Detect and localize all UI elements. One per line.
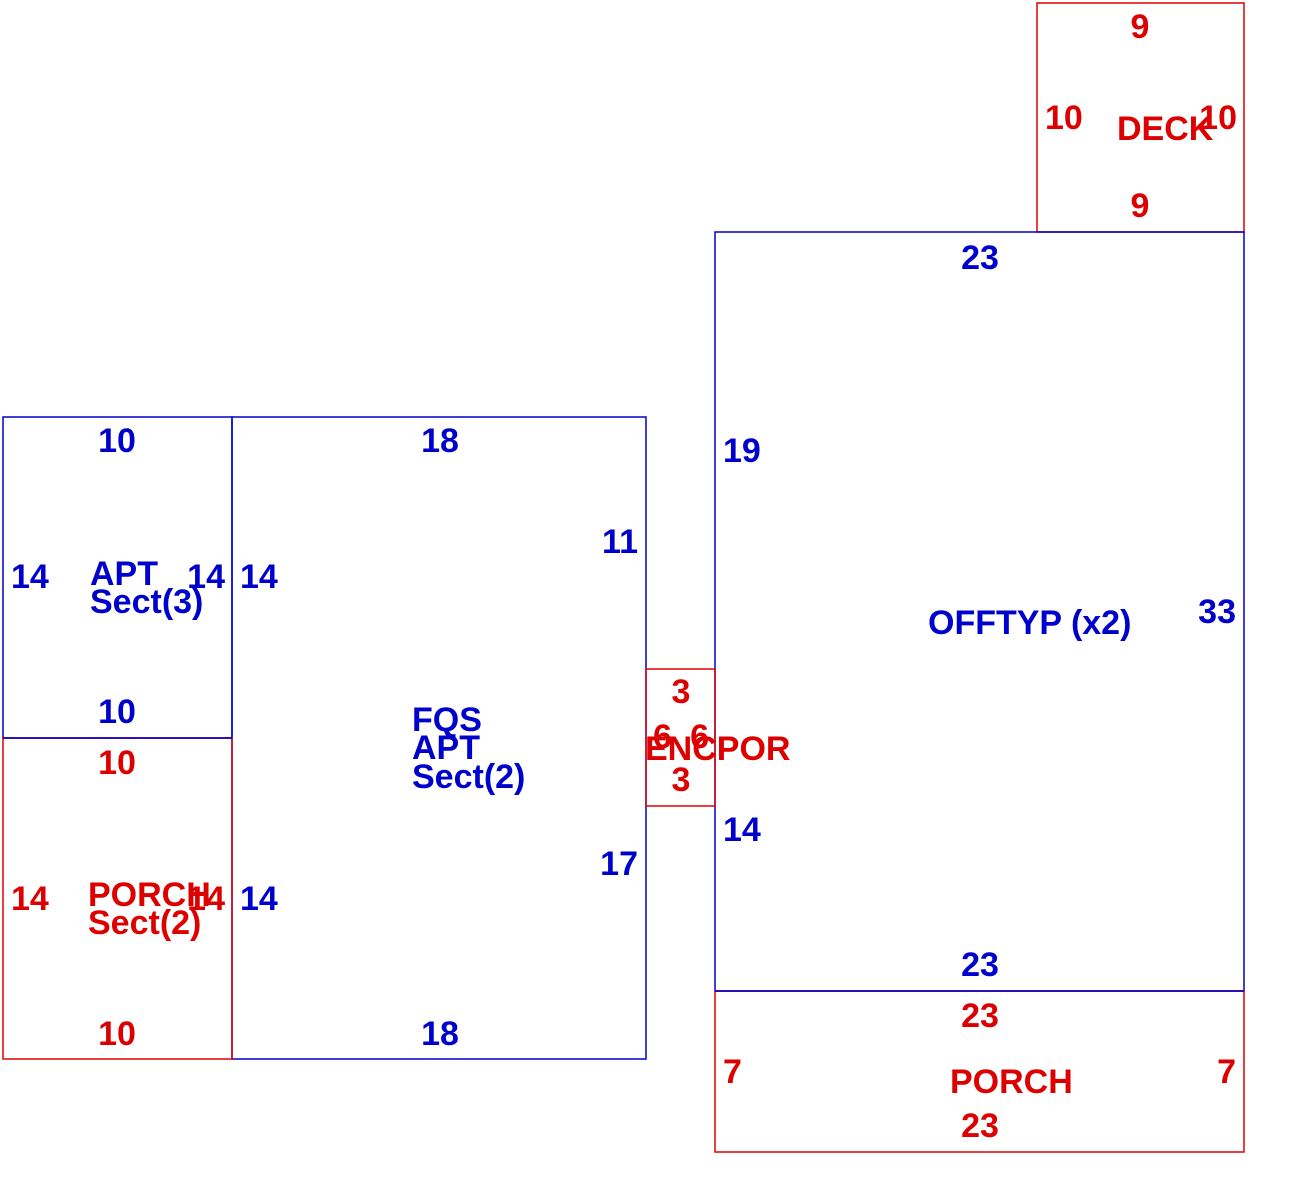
fqs-apt-sect2-section: FQS APT Sect(2) 18 18 14 14 11 17 — [231, 416, 647, 1060]
deck-left-dimension: 10 — [1045, 99, 1083, 137]
deck-section: DECK 9 9 10 10 — [1036, 2, 1245, 233]
porch-right-dimension: 7 — [1217, 1053, 1236, 1091]
porch-sect2-label-line2: Sect(2) — [88, 904, 201, 942]
encpor-top-dimension: 3 — [672, 673, 691, 711]
porch-bottom-dimension: 23 — [961, 1107, 999, 1145]
fqs-apt-sect2-label-line2: APT — [412, 729, 480, 767]
deck-right-dimension: 10 — [1199, 99, 1237, 137]
encpor-outline — [645, 668, 716, 807]
offtyp-left-upper-dimension: 19 — [723, 432, 761, 470]
apt-sect3-right-dimension: 14 — [187, 558, 225, 596]
porch-section: PORCH 23 23 7 7 — [714, 990, 1245, 1153]
fqs-apt-sect2-top-dimension: 18 — [421, 422, 459, 460]
apt-sect3-left-dimension: 14 — [11, 558, 49, 596]
offtyp-left-lower-dimension: 14 — [723, 811, 761, 849]
apt-sect3-label-line1: APT — [90, 555, 158, 593]
offtyp-label: OFFTYP (x2) — [928, 604, 1131, 642]
apt-sect3-label-line2: Sect(3) — [90, 583, 203, 621]
porch-sect2-top-dimension: 10 — [98, 744, 136, 782]
encpor-bottom-dimension: 3 — [672, 761, 691, 799]
encpor-right-dimension: 6 — [690, 718, 709, 756]
encpor-label: ENCPOR — [645, 730, 790, 768]
encpor-left-dimension: 6 — [653, 718, 672, 756]
fqs-apt-sect2-left-upper-dimension: 14 — [240, 558, 278, 596]
porch-label: PORCH — [950, 1063, 1073, 1101]
porch-sect2-section: PORCH Sect(2) 10 10 14 14 — [2, 737, 233, 1060]
porch-left-dimension: 7 — [723, 1053, 742, 1091]
porch-sect2-right-dimension: 14 — [187, 880, 225, 918]
offtyp-right-dimension: 33 — [1198, 593, 1236, 631]
fqs-apt-sect2-label-line1: FQS — [412, 701, 482, 739]
fqs-apt-sect2-left-lower-dimension: 14 — [240, 880, 278, 918]
apt-sect3-section: APT Sect(3) 10 10 14 14 — [2, 416, 233, 739]
fqs-apt-sect2-right-lower-dimension: 17 — [600, 845, 638, 883]
encpor-section: 3 3 6 6 ENCPOR — [645, 668, 790, 807]
apt-sect3-top-dimension: 10 — [98, 422, 136, 460]
deck-bottom-dimension: 9 — [1131, 187, 1150, 225]
fqs-apt-sect2-label-line3: Sect(2) — [412, 758, 525, 796]
deck-label: DECK — [1117, 110, 1214, 148]
fqs-apt-sect2-bottom-dimension: 18 — [421, 1015, 459, 1053]
fqs-apt-sect2-right-upper-dimension: 11 — [602, 523, 638, 561]
apt-sect3-bottom-dimension: 10 — [98, 693, 136, 731]
deck-top-dimension: 9 — [1131, 8, 1150, 46]
porch-top-dimension: 23 — [961, 997, 999, 1035]
offtyp-bottom-dimension: 23 — [961, 946, 999, 984]
offtyp-top-dimension: 23 — [961, 239, 999, 277]
offtyp-section: OFFTYP (x2) 23 23 19 14 33 — [714, 231, 1245, 992]
porch-sect2-left-dimension: 14 — [11, 880, 49, 918]
porch-sect2-label-line1: PORCH — [88, 876, 211, 914]
porch-sect2-bottom-dimension: 10 — [98, 1015, 136, 1053]
